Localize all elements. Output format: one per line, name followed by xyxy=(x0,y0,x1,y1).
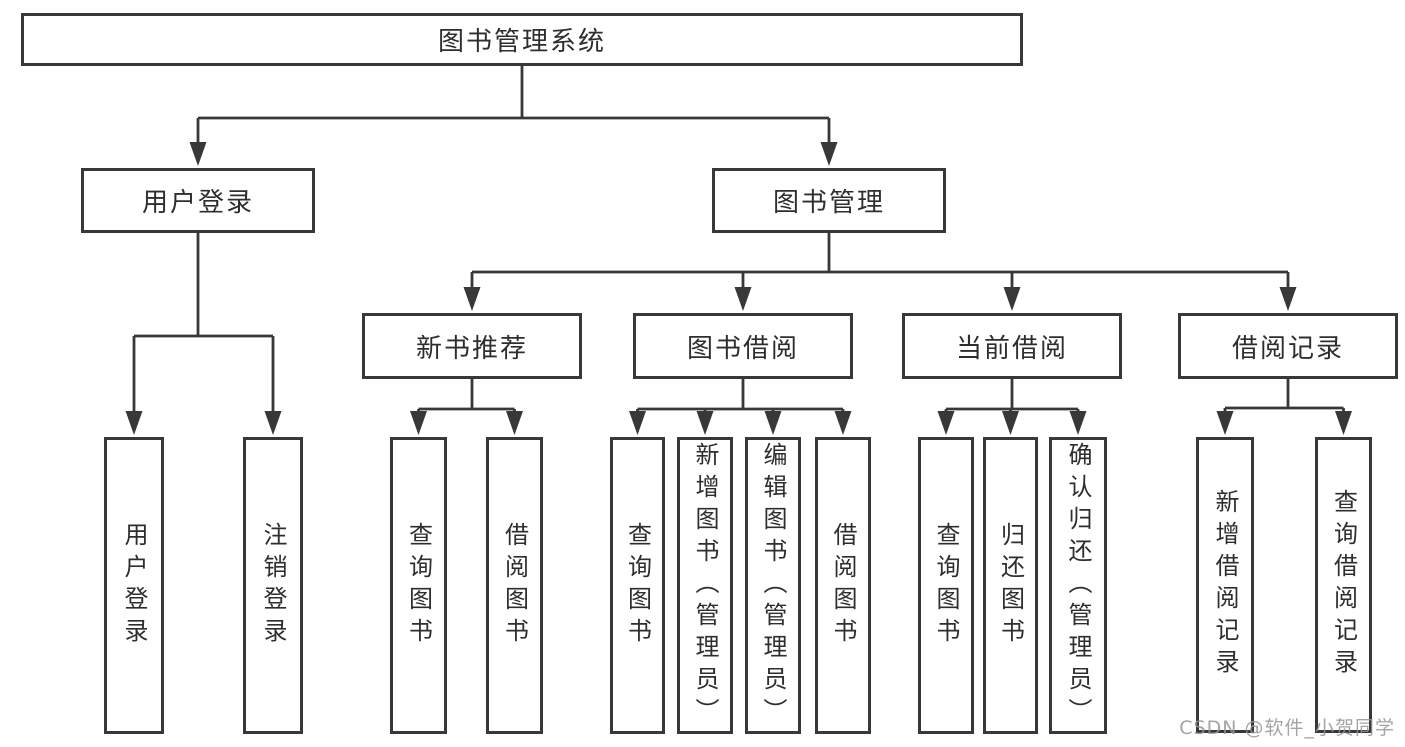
node-new-book-recommend: 新书推荐 xyxy=(362,313,582,379)
leaf-add-borrow-record: 新增借阅记录 xyxy=(1196,437,1254,733)
leaf-add-book-admin-label: 新增图书（管理员） xyxy=(691,441,719,730)
csdn-watermark: CSDN @软件_小贺同学 xyxy=(1179,717,1395,739)
leaf-query-book-1: 查询图书 xyxy=(390,437,447,734)
leaf-borrow-book-1: 借阅图书 xyxy=(486,437,543,734)
leaf-borrow-book-2-label: 借阅图书 xyxy=(829,521,857,650)
node-new-book-recommend-label: 新书推荐 xyxy=(415,333,528,364)
user-login-children-arrowheads xyxy=(125,411,282,435)
node-user-login-label: 用户登录 xyxy=(141,188,254,218)
node-library-management-system: 图书管理系统 xyxy=(21,13,1023,66)
node-current-borrow: 当前借阅 xyxy=(902,313,1122,379)
leaf-query-borrow-record: 查询借阅记录 xyxy=(1315,437,1372,733)
book-borrow-children-connector xyxy=(636,379,845,416)
leaf-add-borrow-record-label: 新增借阅记录 xyxy=(1211,489,1239,681)
book-borrow-children-arrowheads xyxy=(629,411,852,435)
node-book-management: 图书管理 xyxy=(712,168,946,233)
leaf-query-book-3: 查询图书 xyxy=(918,437,974,734)
leaf-borrow-book-1-label: 借阅图书 xyxy=(500,521,529,650)
leaf-query-book-2: 查询图书 xyxy=(610,437,665,734)
new-book-children-arrowheads xyxy=(410,411,523,435)
borrow-record-children-arrowheads xyxy=(1216,411,1352,435)
node-user-login: 用户登录 xyxy=(81,168,315,233)
leaf-return-book: 归还图书 xyxy=(983,437,1038,734)
leaf-edit-book-admin: 编辑图书（管理员） xyxy=(745,437,801,734)
leaf-query-book-3-label: 查询图书 xyxy=(932,521,960,650)
leaf-user-login: 用户登录 xyxy=(104,437,164,734)
book-management-children-connector xyxy=(470,233,1290,292)
node-current-borrow-label: 当前借阅 xyxy=(955,333,1068,364)
root-to-level2-connector xyxy=(196,66,831,148)
node-book-management-label: 图书管理 xyxy=(772,188,885,218)
node-borrow-record-label: 借阅记录 xyxy=(1231,333,1344,364)
node-borrow-record: 借阅记录 xyxy=(1178,313,1398,379)
leaf-logout: 注销登录 xyxy=(243,437,303,734)
book-management-children-arrowheads xyxy=(463,287,1297,311)
node-book-borrow-label: 图书借阅 xyxy=(686,333,799,364)
node-book-borrow: 图书借阅 xyxy=(633,313,853,379)
leaf-edit-book-admin-label: 编辑图书（管理员） xyxy=(759,441,787,730)
leaf-query-borrow-record-label: 查询借阅记录 xyxy=(1329,489,1358,681)
leaf-confirm-return-admin: 确认归还（管理员） xyxy=(1049,437,1107,734)
leaf-query-book-2-label: 查询图书 xyxy=(623,521,652,650)
leaf-query-book-1-label: 查询图书 xyxy=(404,521,433,650)
leaf-borrow-book-2: 借阅图书 xyxy=(815,437,871,734)
current-borrow-children-arrowheads xyxy=(937,411,1087,435)
root-to-level2-arrowheads xyxy=(189,142,838,166)
new-book-children-connector xyxy=(417,379,516,416)
leaf-user-login-label: 用户登录 xyxy=(120,521,148,650)
leaf-confirm-return-admin-label: 确认归还（管理员） xyxy=(1064,441,1092,730)
borrow-record-children-connector xyxy=(1223,379,1345,416)
node-library-management-system-label: 图书管理系统 xyxy=(437,27,606,57)
leaf-return-book-label: 归还图书 xyxy=(996,521,1025,650)
leaf-add-book-admin: 新增图书（管理员） xyxy=(677,437,733,734)
user-login-children-connector xyxy=(132,233,275,415)
leaf-logout-label: 注销登录 xyxy=(259,521,287,650)
current-borrow-children-connector xyxy=(944,379,1080,416)
